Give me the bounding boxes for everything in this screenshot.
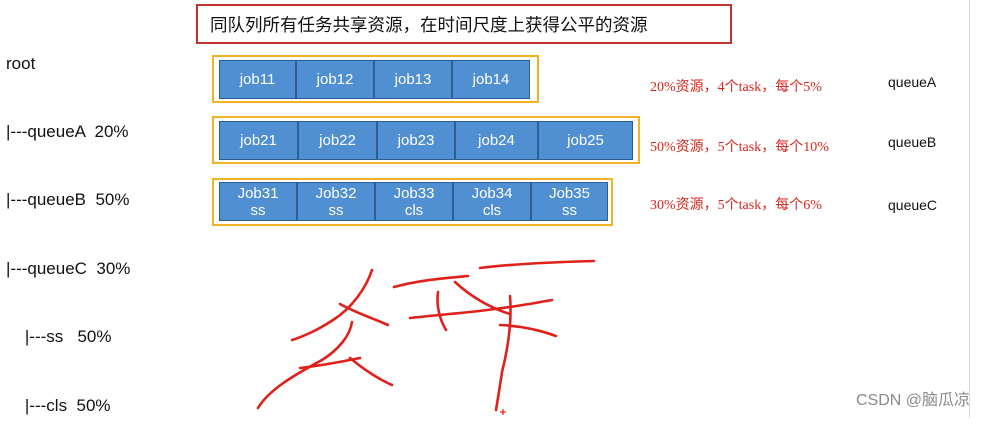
job-label: job11 xyxy=(239,71,276,88)
job-sublabel: ss xyxy=(328,201,344,219)
job-label: job14 xyxy=(472,71,510,88)
job-label: job12 xyxy=(316,71,354,88)
queue-a-label: queueA xyxy=(888,74,937,90)
job-label: Job33 xyxy=(393,184,435,202)
job-box: job14 xyxy=(452,60,530,99)
tree-line-cls: |---cls 50% xyxy=(6,395,111,415)
queue-c-note: 30%资源，5个task，每个6% xyxy=(650,198,822,213)
job-box: job25 xyxy=(538,121,633,160)
job-label: Job31 xyxy=(237,184,279,202)
job-box: job23 xyxy=(377,121,455,160)
job-sublabel: cls xyxy=(404,201,424,219)
queue-c-label: queueC xyxy=(888,197,938,213)
job-label: job25 xyxy=(567,132,604,149)
tree-line-ss: |---ss 50% xyxy=(6,327,112,347)
tree-line-root: root xyxy=(6,53,36,73)
job-box: job13 xyxy=(374,60,452,99)
job-label: Job34 xyxy=(471,184,513,202)
job-box: job21 xyxy=(219,121,298,160)
job-box: job22 xyxy=(298,121,377,160)
tree-line-queueA: |---queueA 20% xyxy=(6,121,129,141)
title-callout: 同队列所有任务共享资源，在时间尺度上获得公平的资源 xyxy=(196,4,732,44)
handwriting-text: 公平 xyxy=(0,0,1,1)
right-divider xyxy=(969,0,970,418)
job-sublabel: cls xyxy=(482,201,502,219)
queue-b-note: 50%资源，5个task，每个10% xyxy=(650,140,829,155)
job-sublabel: ss xyxy=(562,201,577,219)
job-label: job13 xyxy=(394,71,432,88)
job-box: job24 xyxy=(455,121,538,160)
job-label: Job35 xyxy=(549,184,590,202)
tree-line-queueC: |---queueC 30% xyxy=(6,258,131,278)
job-label: job21 xyxy=(240,132,277,149)
cursor-plus-icon xyxy=(500,409,506,415)
job-sublabel: ss xyxy=(250,201,266,219)
handwriting-fair-scribble xyxy=(256,259,596,415)
handwriting-strokes xyxy=(256,259,596,412)
csdn-watermark: CSDN @脑瓜凉 xyxy=(855,392,970,409)
queue-hierarchy: root |---queueA 20% |---queueB 50% |---q… xyxy=(6,7,130,440)
job-box: job12 xyxy=(296,60,374,99)
title-text: 同队列所有任务共享资源，在时间尺度上获得公平的资源 xyxy=(210,14,648,35)
job-label: Job32 xyxy=(315,184,357,202)
job-label: job24 xyxy=(478,132,515,149)
job-label: job22 xyxy=(319,132,356,149)
queue-a-note: 20%资源，4个task，每个5% xyxy=(650,80,822,95)
job-label: job23 xyxy=(397,132,435,149)
queue-b-label: queueB xyxy=(888,134,937,150)
job-box: job11 xyxy=(219,60,296,99)
tree-line-queueB: |---queueB 50% xyxy=(6,190,130,210)
